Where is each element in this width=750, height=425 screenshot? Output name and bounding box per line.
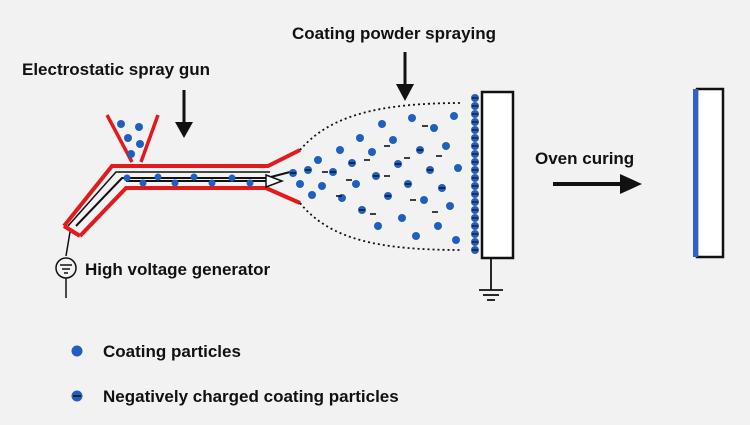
barrel-particles (123, 173, 254, 187)
down-arrow-icon (175, 90, 193, 138)
spray-gun (62, 148, 301, 238)
legend-label: Negatively charged coating particles (103, 387, 399, 406)
down-arrow-icon (396, 52, 414, 101)
cured-substrate (693, 87, 725, 259)
spray-cloud (299, 102, 463, 251)
legend: Coating particles Negatively charged coa… (71, 342, 399, 406)
deposited-particles (471, 94, 479, 254)
spray-gun-label: Electrostatic spray gun (22, 60, 210, 79)
target-substrate (479, 90, 515, 301)
hopper-particles (117, 120, 144, 158)
charged-particle-icon (71, 390, 83, 402)
spray-particles (289, 112, 462, 244)
neutral-particle-icon (71, 345, 83, 357)
hv-generator-icon (55, 231, 77, 298)
legend-label: Coating particles (103, 342, 241, 361)
hv-generator-label: High voltage generator (85, 260, 271, 279)
powder-spraying-label: Coating powder spraying (292, 24, 496, 43)
right-arrow-icon (553, 174, 642, 194)
oven-curing-label: Oven curing (535, 149, 634, 168)
